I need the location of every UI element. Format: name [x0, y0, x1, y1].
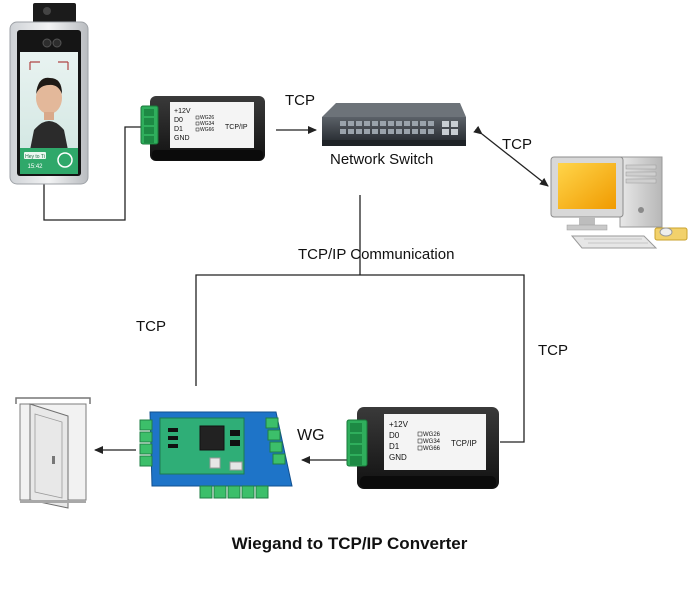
label-tcpip-communication: TCP/IP Communication: [298, 246, 455, 263]
converter-bottom: +12V D0 D1 GND WG26 WG34 WG66 TCP/IP: [346, 407, 499, 489]
computer: [550, 156, 688, 249]
door: [15, 397, 91, 509]
access-controller-board: [139, 411, 293, 499]
bottom-pin-12v: +12V: [389, 420, 409, 429]
top-converter-name: TCP/IP: [225, 124, 248, 131]
terminal-time: 15:42: [27, 164, 43, 170]
bottom-mode-wg26: WG26: [423, 432, 441, 438]
network-switch: [322, 103, 466, 146]
label-network-switch: Network Switch: [330, 151, 434, 168]
top-pin-gnd: GND: [174, 135, 190, 142]
connection-lines: [43, 125, 549, 464]
tcpip-bus-right: [360, 274, 525, 443]
top-pin-d1: D1: [174, 126, 183, 133]
bottom-mode-wg66: WG66: [423, 446, 441, 452]
bottom-pin-d1: D1: [389, 442, 400, 451]
top-pin-d0: D0: [174, 117, 183, 124]
face-recognition-terminal: Hey to Ti 15:42: [9, 3, 89, 185]
label-tcp-right: TCP: [502, 136, 532, 153]
converter-top: +12V D0 D1 GND WG26 WG34 WG66 TCP/IP: [140, 96, 265, 161]
terminal-to-converter-wire: [43, 126, 150, 221]
top-mode-wg66: WG66: [200, 127, 214, 133]
bottom-converter-name: TCP/IP: [451, 439, 477, 448]
top-mode-wg26: WG26: [200, 115, 214, 121]
label-tcp-right-lower: TCP: [538, 342, 568, 359]
bottom-pin-gnd: GND: [389, 453, 407, 462]
bottom-mode-wg34: WG34: [423, 439, 441, 445]
tcpip-bus-left: [195, 274, 360, 386]
top-pin-12v: +12V: [174, 108, 191, 115]
label-tcp-left: TCP: [136, 318, 166, 335]
label-tcp-top: TCP: [285, 92, 315, 109]
label-wg: WG: [297, 427, 325, 444]
switch-pc-link: [473, 125, 549, 187]
top-mode-wg34: WG34: [200, 121, 214, 127]
bottom-pin-d0: D0: [389, 431, 400, 440]
terminal-badge: Hey to Ti: [25, 154, 45, 160]
diagram-caption: Wiegand to TCP/IP Converter: [231, 534, 468, 553]
